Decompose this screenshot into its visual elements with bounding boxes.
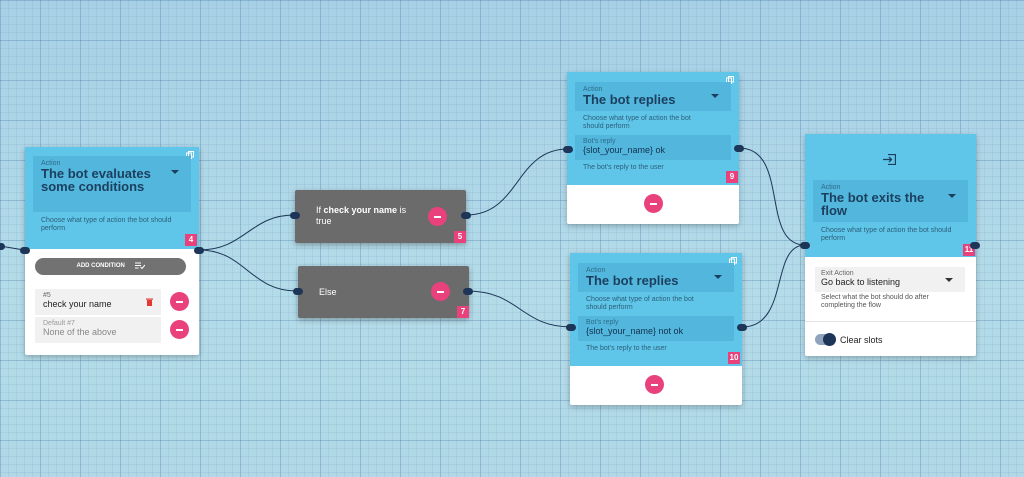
node-id-badge: 10 <box>728 352 740 364</box>
port-node9-in[interactable] <box>563 146 573 153</box>
wire-node5-to-node9 <box>465 148 569 216</box>
action-caption: Action <box>586 267 606 274</box>
node-header: Action The bot replies Choose what type … <box>570 253 742 366</box>
node-header: Action The bot exits the flow Choose wha… <box>805 134 976 257</box>
condition-id: Default #7 <box>43 320 75 327</box>
node-bot-exits-flow[interactable]: Action The bot exits the flow Choose wha… <box>805 134 976 356</box>
chevron-down-icon <box>714 275 722 279</box>
else-label: Else <box>319 287 337 297</box>
wire-node4-to-node5 <box>198 214 295 251</box>
port-node5-out[interactable] <box>461 212 471 219</box>
reply-value: {slot_your_name} not ok <box>586 326 684 336</box>
node-id-badge: 5 <box>454 231 466 243</box>
action-hint: Choose what type of action the bot shoul… <box>583 115 691 130</box>
remove-condition-button[interactable] <box>170 292 189 311</box>
wire-node9-to-node11 <box>738 147 806 246</box>
reply-value: {slot_your_name} ok <box>583 145 666 155</box>
divider <box>805 321 976 322</box>
condition-field: check your name <box>323 205 398 215</box>
exit-action-select[interactable]: Exit Action Go back to listening <box>815 267 965 292</box>
add-condition-button[interactable]: ADD CONDITION <box>35 258 186 275</box>
condition-prefix: If <box>316 205 322 215</box>
exit-hint: Select what the bot should do after comp… <box>821 294 929 309</box>
chevron-down-icon <box>171 170 179 174</box>
bot-reply-field[interactable]: Bot's reply {slot_your_name} not ok <box>578 316 734 341</box>
exit-caption: Exit Action <box>821 270 854 277</box>
wire-node7-to-node10 <box>466 290 573 328</box>
port-node11-in[interactable] <box>800 242 810 249</box>
chevron-down-icon <box>948 194 956 198</box>
action-caption: Action <box>583 86 603 93</box>
action-select[interactable]: Action The bot replies <box>578 263 734 292</box>
reply-caption: Bot's reply <box>586 319 619 326</box>
node-evaluate-conditions[interactable]: Action The bot evaluates some conditions… <box>25 147 199 355</box>
port-node11-out[interactable] <box>970 242 980 249</box>
clear-slots-toggle[interactable] <box>815 333 836 346</box>
action-value: The bot replies <box>583 92 676 107</box>
wire-node10-to-node11 <box>741 244 806 328</box>
bot-reply-field[interactable]: Bot's reply {slot_your_name} ok <box>575 135 731 160</box>
action-value: The bot exits the flow <box>821 190 925 218</box>
condition-id: #5 <box>43 292 51 299</box>
port-node9-out[interactable] <box>734 145 744 152</box>
condition-value: None of the above <box>43 327 117 337</box>
port-node4-in[interactable] <box>20 247 30 254</box>
action-value: The bot evaluates some conditions <box>41 166 151 194</box>
remove-condition-button[interactable] <box>428 207 447 226</box>
condition-result: true <box>316 216 332 226</box>
condition-row[interactable]: #5 check your name <box>35 289 161 315</box>
reply-hint: The bot's reply to the user <box>583 164 664 171</box>
node-id-badge: 7 <box>457 306 469 318</box>
delete-node-button[interactable] <box>645 375 664 394</box>
node-header: Action The bot evaluates some conditions… <box>25 147 199 249</box>
condition-value: check your name <box>43 299 112 309</box>
clear-slots-label: Clear slots <box>840 335 883 345</box>
exit-icon <box>883 154 896 165</box>
node-id-badge: 9 <box>726 171 738 183</box>
reply-caption: Bot's reply <box>583 138 616 145</box>
action-caption: Action <box>41 160 61 167</box>
node-bot-replies-not-ok[interactable]: Action The bot replies Choose what type … <box>570 253 742 405</box>
port-node10-in[interactable] <box>566 324 576 331</box>
exit-value: Go back to listening <box>821 277 901 287</box>
action-value: The bot replies <box>586 273 679 288</box>
port-node5-in[interactable] <box>290 212 300 219</box>
action-select[interactable]: Action The bot exits the flow <box>813 180 968 222</box>
reply-hint: The bot's reply to the user <box>586 345 667 352</box>
node-header: Action The bot replies Choose what type … <box>567 72 739 185</box>
list-check-icon <box>134 262 145 270</box>
port-node10-out[interactable] <box>737 324 747 331</box>
toggle-knob <box>823 333 836 346</box>
chevron-down-icon <box>945 278 953 282</box>
node-id-badge: 4 <box>185 234 197 246</box>
wire-node4-to-node7 <box>198 249 298 292</box>
add-condition-label: ADD CONDITION <box>76 263 125 269</box>
node-bot-replies-ok[interactable]: Action The bot replies Choose what type … <box>567 72 739 224</box>
action-hint: Choose what type of action the bot shoul… <box>41 217 172 232</box>
node-condition-if[interactable]: If check your name is true 5 <box>295 190 466 243</box>
action-hint: Choose what type of action the bot shoul… <box>821 227 952 242</box>
condition-text: If check your name is true <box>316 205 406 227</box>
trash-icon[interactable] <box>146 298 153 306</box>
port-start-out[interactable] <box>0 243 5 250</box>
delete-node-button[interactable] <box>644 194 663 213</box>
action-select[interactable]: Action The bot evaluates some conditions <box>33 156 191 212</box>
remove-condition-button[interactable] <box>431 282 450 301</box>
port-node7-in[interactable] <box>293 288 303 295</box>
condition-suffix: is <box>399 205 407 215</box>
remove-default-button[interactable] <box>170 320 189 339</box>
action-caption: Action <box>821 184 841 191</box>
chevron-down-icon <box>711 94 719 98</box>
default-condition-row: Default #7 None of the above <box>35 317 161 343</box>
action-hint: Choose what type of action the bot shoul… <box>586 296 694 311</box>
node-condition-else[interactable]: Else 7 <box>298 266 469 318</box>
port-node7-out[interactable] <box>463 288 473 295</box>
port-node4-out[interactable] <box>194 247 204 254</box>
action-select[interactable]: Action The bot replies <box>575 82 731 111</box>
